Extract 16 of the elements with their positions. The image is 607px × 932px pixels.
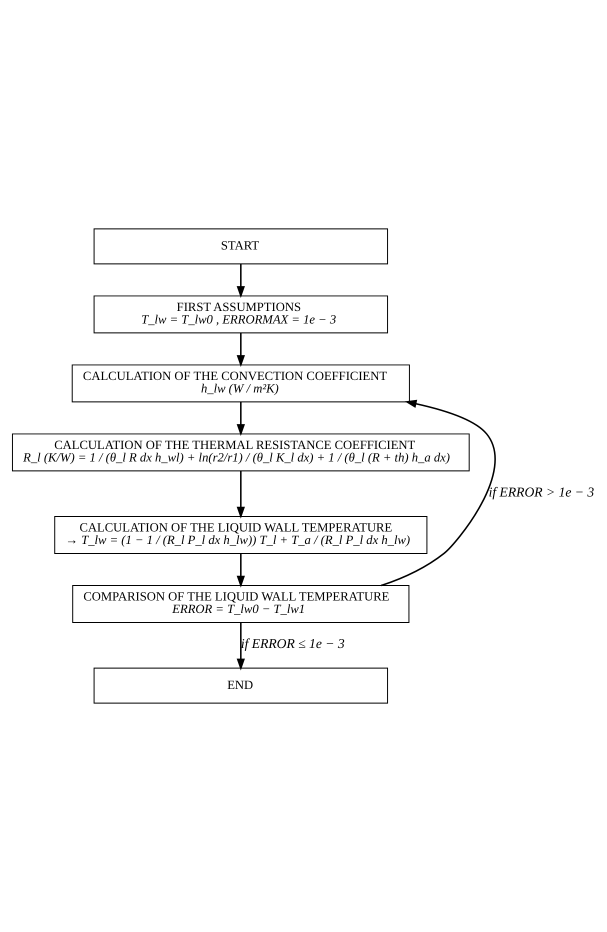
edge-label: if ERROR > 1e − 3 [488, 484, 594, 500]
edge-label: if ERROR ≤ 1e − 3 [240, 636, 345, 651]
arrow [380, 400, 496, 586]
arrow [236, 622, 245, 670]
node-box: CALCULATION OF THE CONVECTION COEFFICIENT h_lw (W / m²K) [72, 364, 410, 402]
arrow [236, 264, 245, 298]
arrow [236, 470, 245, 519]
node-box: END [94, 668, 388, 704]
arrow [236, 402, 245, 436]
node-box: CALCULATION OF THE LIQUID WALL TEMPERATURE → T_lw = (1 − 1 / (R_l P_l dx h_lw)) T_l + T_a / (R_l P_l dx h_lw) [54, 516, 428, 554]
node-box: COMPARISON OF THE LIQUID WALL TEMPERATURE ERROR = T_lw0 − T_lw1 [72, 585, 410, 623]
arrow [236, 333, 245, 368]
node-box: START [94, 228, 388, 264]
node-box: CALCULATION OF THE THERMAL RESISTANCE COEFFICIENT R_l (K/W) = 1 / (θ_l R dx h_wl) + ln(r2/r1) / (θ_l K_l dx) + 1 / (θ_l (R + th) h_a dx) [12, 433, 470, 472]
node-box: FIRST ASSUMPTIONS T_lw = T_lw0 , ERRORMAX = 1e − 3 [94, 295, 388, 334]
arrow [236, 554, 245, 588]
